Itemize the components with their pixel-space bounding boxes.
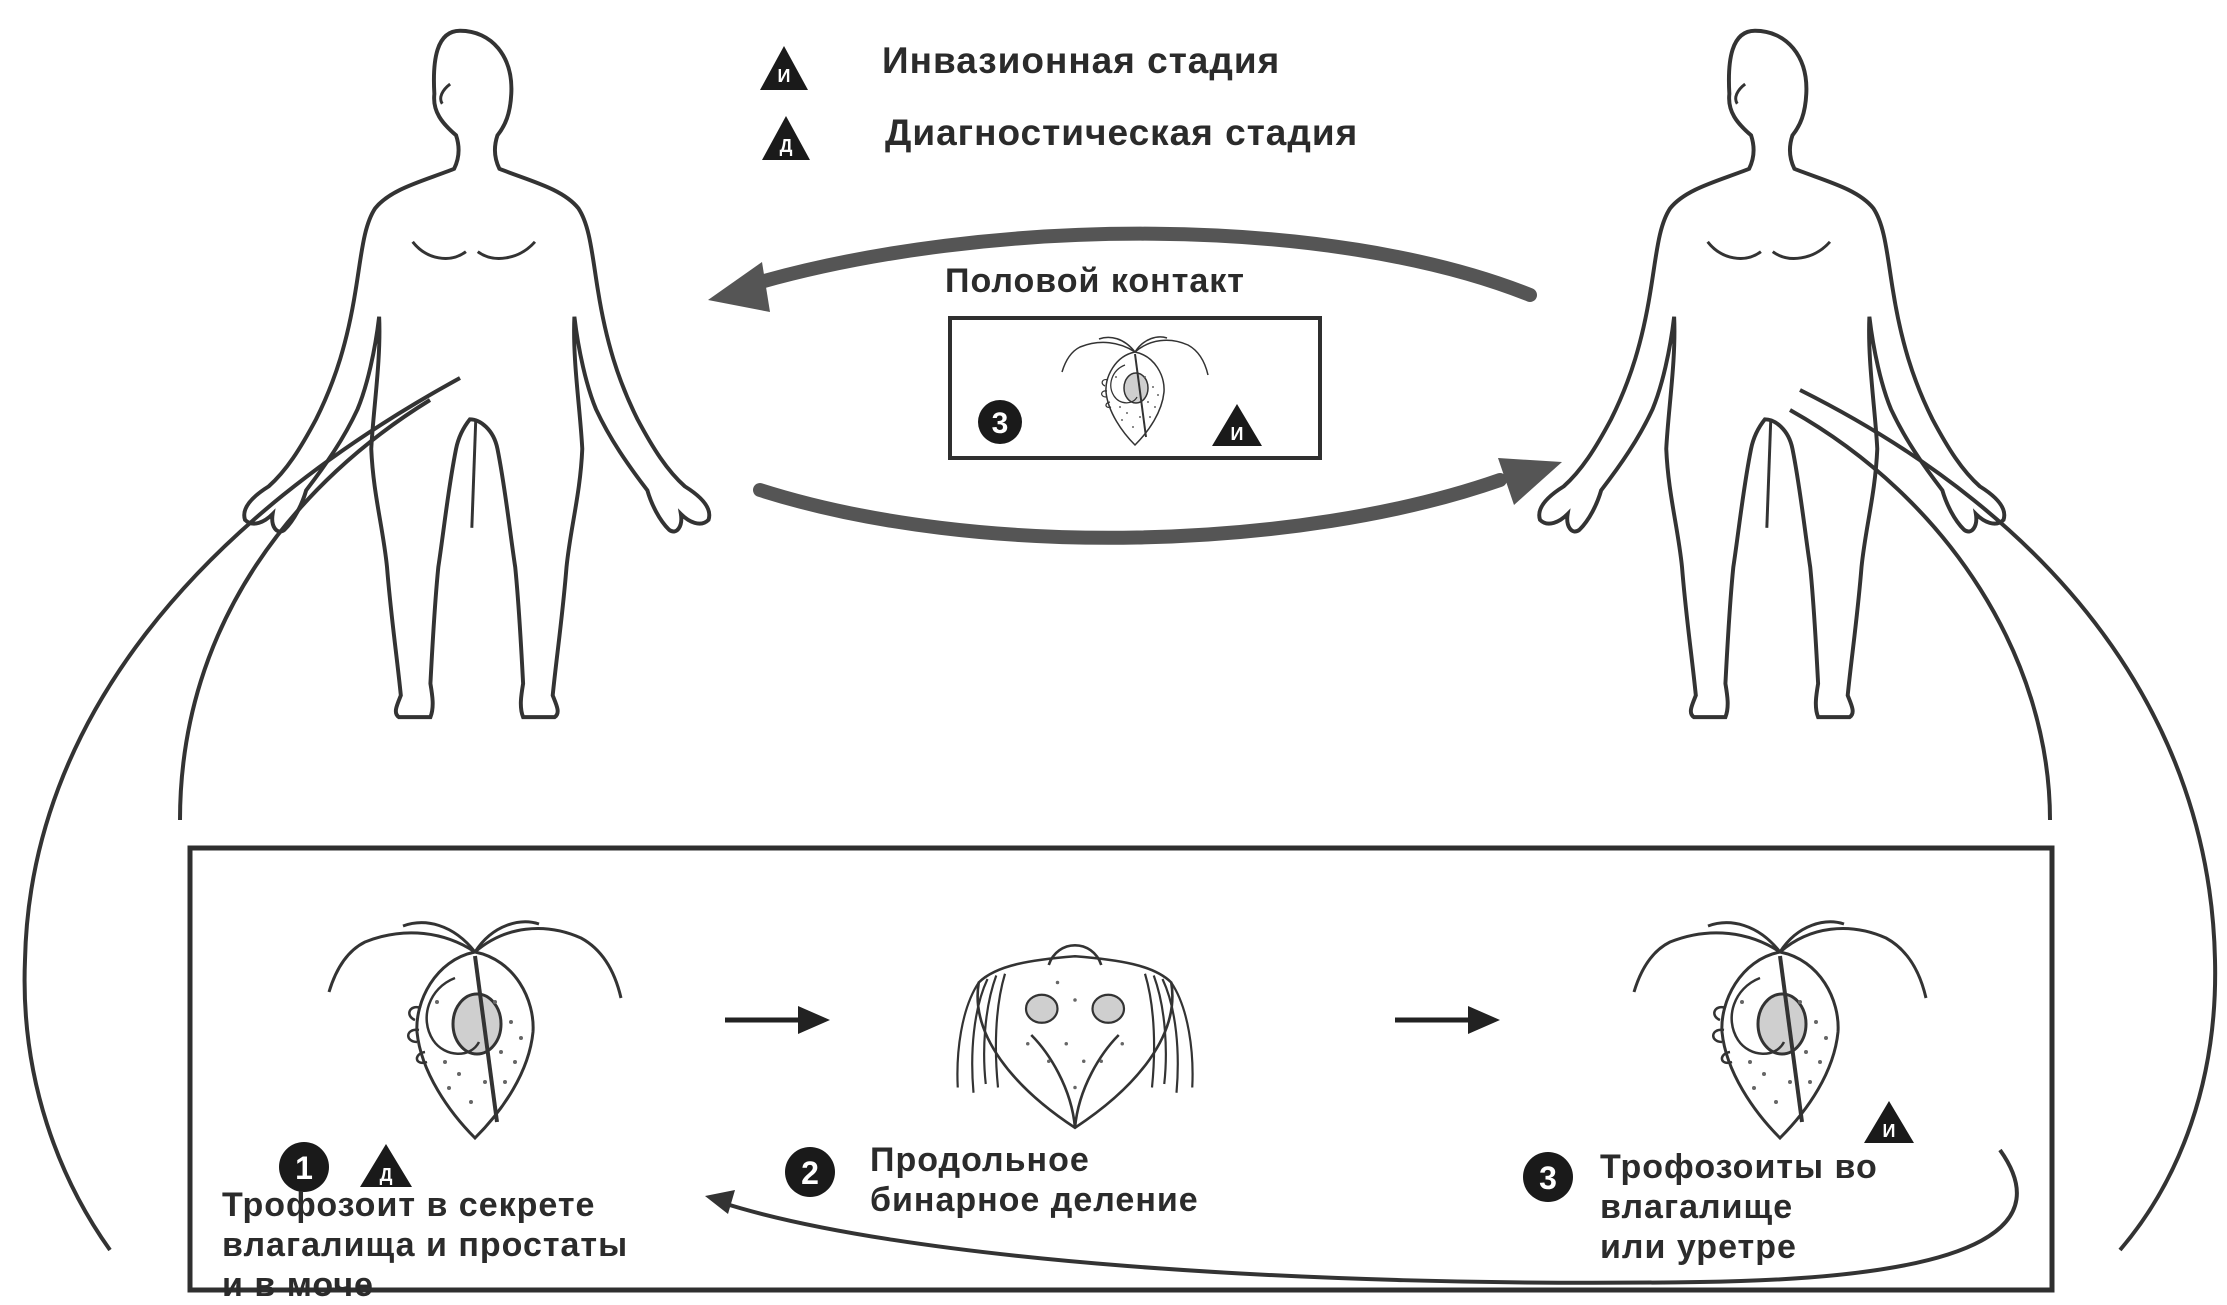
stage-2-division-image [957, 945, 1192, 1127]
right-human-figure [1539, 31, 2004, 717]
stage-1-caption: Трофозоит в секрете влагалища и простаты… [222, 1185, 782, 1305]
transmission-stage-badge: 3 [978, 400, 1022, 444]
stage-3-caption-line: Трофозоиты во [1600, 1147, 2020, 1187]
right-arc-outer [1800, 390, 2215, 1250]
transmission-label: Половой контакт [945, 262, 1245, 301]
transmission-arrow-to-right [760, 480, 1500, 538]
legend-diagnostic-marker: Д [762, 116, 810, 160]
left-arc-outer [25, 378, 460, 1250]
legend-infective-marker: И [760, 46, 808, 90]
legend-infective-label: Инвазионная стадия [882, 40, 1280, 82]
stage-3-caption: Трофозоиты во влагалище или уретре [1600, 1147, 2020, 1267]
stage-1-trophozoite-image [329, 922, 621, 1138]
transmission-infective-marker: И [1212, 404, 1262, 446]
stage-2-caption: Продольное бинарное деление [870, 1140, 1340, 1220]
svg-text:3: 3 [1539, 1160, 1557, 1196]
right-arc-inner [1790, 410, 2050, 820]
transmission-arrowhead-right [1498, 458, 1562, 505]
stage-1-caption-line: Трофозоит в секрете [222, 1185, 782, 1225]
stage-3-caption-line: или уретре [1600, 1227, 2020, 1267]
stage-3-caption-line: влагалище [1600, 1187, 2020, 1227]
stage-1-caption-line: и в моче [222, 1265, 782, 1305]
svg-text:И: И [1883, 1121, 1896, 1141]
stage-1-diagnostic-marker: Д [360, 1144, 412, 1187]
svg-text:Д: Д [780, 136, 793, 156]
stage-1-caption-line: влагалища и простаты [222, 1225, 782, 1265]
svg-text:И: И [778, 66, 791, 86]
stage-3-trophozoite-image [1634, 922, 1926, 1138]
stage-3-badge: 3 [1523, 1152, 1573, 1202]
svg-text:Д: Д [380, 1165, 393, 1185]
arrow-stage-2-to-3 [1395, 1006, 1500, 1034]
stage-2-badge: 2 [785, 1147, 835, 1197]
stage-3-infective-marker: И [1864, 1101, 1914, 1143]
legend-diagnostic-label: Диагностическая стадия [885, 112, 1358, 154]
transmission-arrowhead-left [708, 262, 770, 312]
stage-2-caption-line: бинарное деление [870, 1180, 1340, 1220]
left-human-figure [244, 31, 709, 717]
svg-text:1: 1 [295, 1150, 313, 1186]
stage-2-caption-line: Продольное [870, 1140, 1340, 1180]
transmission-trophozoite-image [1062, 337, 1208, 445]
svg-text:И: И [1231, 424, 1244, 444]
svg-text:3: 3 [992, 407, 1009, 440]
arrow-stage-1-to-2 [725, 1006, 830, 1034]
svg-text:2: 2 [801, 1155, 819, 1191]
